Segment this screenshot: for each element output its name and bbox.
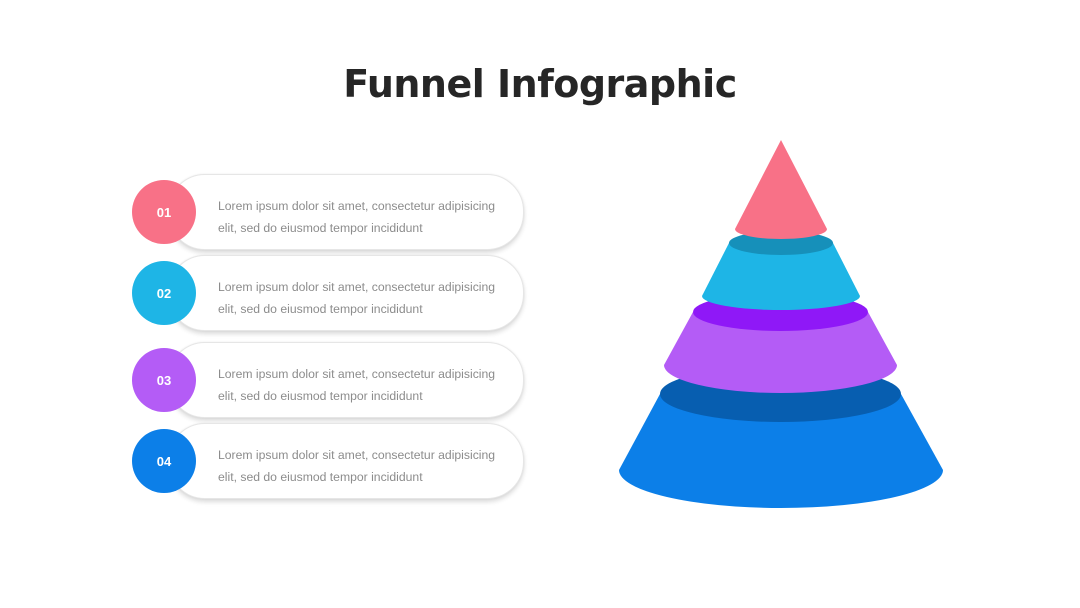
- step-card-3: Lorem ipsum dolor sit amet, consectetur …: [168, 342, 524, 418]
- step-text-3: Lorem ipsum dolor sit amet, consectetur …: [218, 367, 496, 403]
- step-card-2: Lorem ipsum dolor sit amet, consectetur …: [168, 255, 524, 331]
- steps-list: Lorem ipsum dolor sit amet, consectetur …: [132, 174, 524, 499]
- step-badge-1: 01: [132, 180, 196, 244]
- step-badge-2: 02: [132, 261, 196, 325]
- funnel-layer-2: [702, 231, 860, 310]
- funnel-pyramid: [619, 140, 943, 508]
- funnel-layer-1: [735, 140, 827, 239]
- step-text-4: Lorem ipsum dolor sit amet, consectetur …: [218, 448, 496, 484]
- step-card-4: Lorem ipsum dolor sit amet, consectetur …: [168, 423, 524, 499]
- step-text-2: Lorem ipsum dolor sit amet, consectetur …: [218, 280, 496, 316]
- step-badge-3: 03: [132, 348, 196, 412]
- step-card-1: Lorem ipsum dolor sit amet, consectetur …: [168, 174, 524, 250]
- page-title: Funnel Infographic: [343, 62, 737, 106]
- step-text-1: Lorem ipsum dolor sit amet, consectetur …: [218, 199, 496, 235]
- step-badge-4: 04: [132, 429, 196, 493]
